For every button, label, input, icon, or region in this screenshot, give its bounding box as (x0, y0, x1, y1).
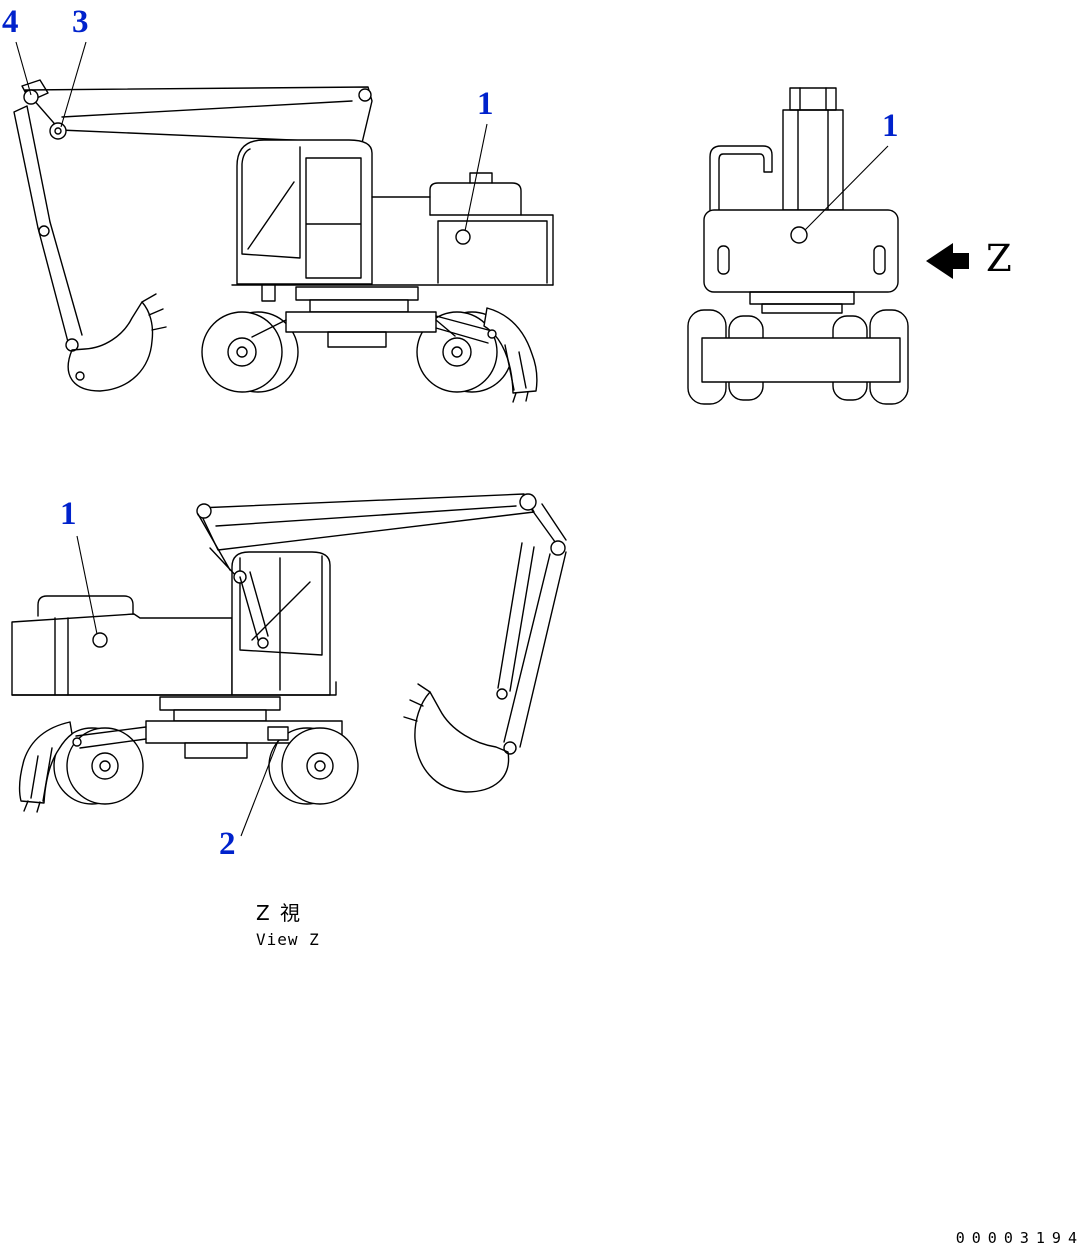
lower-side-view-drawing (11, 493, 567, 813)
upper-side-view-drawing (13, 79, 554, 403)
decal-mark-upper-body (455, 229, 471, 245)
rear-view-drawing (687, 87, 909, 405)
view-caption-en: View Z (256, 930, 320, 949)
view-z-arrow-icon (926, 243, 969, 279)
carriage-component-mark (267, 726, 289, 741)
decal-mark-counterweight (790, 226, 808, 244)
callout-leader-lines (15, 41, 889, 837)
callout-1-upper-body: 1 (477, 86, 494, 122)
decal-mark-lower-body (92, 632, 108, 648)
callout-1-rear-view: 1 (882, 108, 899, 144)
callout-1-lower-body: 1 (60, 496, 77, 532)
callout-2-carriage: 2 (219, 826, 236, 862)
view-caption: Z 視 View Z (256, 897, 320, 949)
view-caption-jp: Z 視 (256, 901, 303, 925)
view-direction-label: Z (986, 237, 1012, 280)
callout-4-boom-tip: 4 (2, 4, 19, 40)
callout-3-boom-pivot: 3 (72, 4, 89, 40)
drawing-number: 00003194 (955, 1229, 1084, 1247)
